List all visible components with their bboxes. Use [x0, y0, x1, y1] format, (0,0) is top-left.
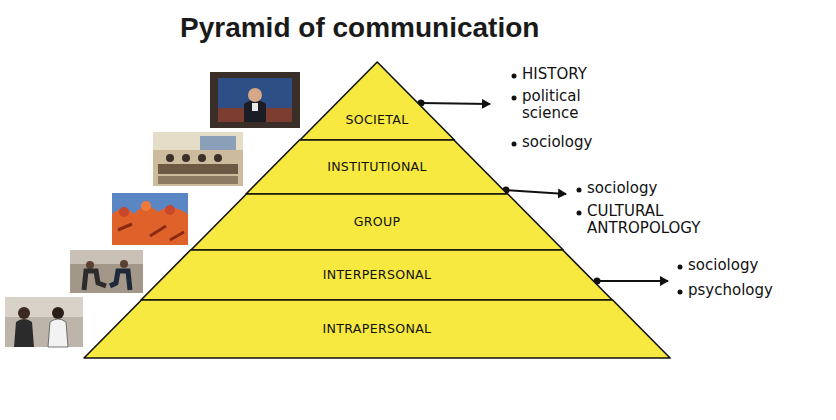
room-screen	[200, 136, 236, 150]
band-label: GROUP	[191, 215, 563, 229]
band-outline	[246, 140, 507, 194]
pyramid-band: INTRAPERSONAL	[84, 300, 670, 358]
person	[119, 207, 129, 217]
band-shape	[300, 62, 454, 140]
speaker-head	[248, 88, 262, 102]
band-outline	[191, 194, 563, 250]
speaker-body	[244, 100, 266, 122]
person	[166, 154, 174, 162]
photo-frame	[5, 297, 83, 347]
discipline-label: sociology	[587, 180, 657, 197]
discipline-label: sociology	[522, 134, 592, 151]
bullet-dot	[577, 211, 582, 216]
person-head	[120, 260, 128, 268]
photo-frame	[112, 193, 188, 245]
person	[198, 154, 206, 162]
discipline-label: political science	[522, 88, 604, 123]
discipline-label: sociology	[688, 257, 758, 274]
person	[214, 154, 222, 162]
person-body	[14, 319, 34, 347]
band-outline	[300, 62, 454, 140]
leader-arrow	[597, 280, 668, 282]
person	[165, 205, 175, 215]
speaker-shirt	[252, 103, 258, 111]
bullet-dot	[512, 96, 517, 101]
room-wall	[153, 132, 243, 150]
crowd	[112, 206, 188, 245]
person-head	[52, 307, 64, 319]
crowd-detail	[118, 224, 184, 240]
person-body	[110, 271, 130, 290]
photo-frame	[153, 132, 243, 186]
bullet-dot	[577, 188, 582, 193]
band-label: SOCIETAL	[300, 113, 454, 127]
bullet-dot	[678, 265, 683, 270]
band-label: INTERPERSONAL	[141, 268, 612, 282]
bullet-dot	[512, 74, 517, 79]
leader-arrow	[506, 190, 566, 194]
discipline-label: CULTURAL ANTROPOLOGY	[587, 203, 727, 238]
bullet-dot	[512, 142, 517, 147]
photo-background	[70, 250, 143, 264]
person-head	[18, 307, 30, 319]
pyramid-band: SOCIETAL	[300, 62, 454, 140]
band-label: INTRAPERSONAL	[84, 322, 670, 336]
photo-background	[5, 297, 83, 317]
person-body	[84, 271, 106, 290]
pyramid-band: GROUP	[191, 194, 563, 250]
conversation-photo	[70, 250, 143, 293]
band-label: INSTITUTIONAL	[246, 160, 507, 174]
crowd-photo	[112, 193, 188, 245]
band-outline	[141, 250, 612, 300]
photo-frame	[210, 72, 300, 128]
dialogue-photo	[5, 297, 83, 347]
room-floor	[158, 176, 238, 184]
tv-photo	[210, 72, 300, 128]
person	[141, 201, 151, 211]
person	[182, 154, 190, 162]
discipline-label: psychology	[688, 282, 773, 299]
discipline-label: HISTORY	[522, 66, 587, 83]
bullet-dot	[678, 290, 683, 295]
pyramid-band: INSTITUTIONAL	[246, 140, 507, 194]
photo-frame	[70, 250, 143, 293]
leader-arrow	[421, 103, 490, 104]
diagram-title: Pyramid of communication	[180, 12, 539, 44]
pyramid-band: INTERPERSONAL	[141, 250, 612, 300]
person-body	[48, 319, 68, 347]
meeting-table	[158, 164, 238, 174]
tv-screen	[218, 78, 292, 122]
meeting-photo	[153, 132, 243, 186]
band-outline	[84, 300, 670, 358]
person-head	[86, 261, 94, 269]
